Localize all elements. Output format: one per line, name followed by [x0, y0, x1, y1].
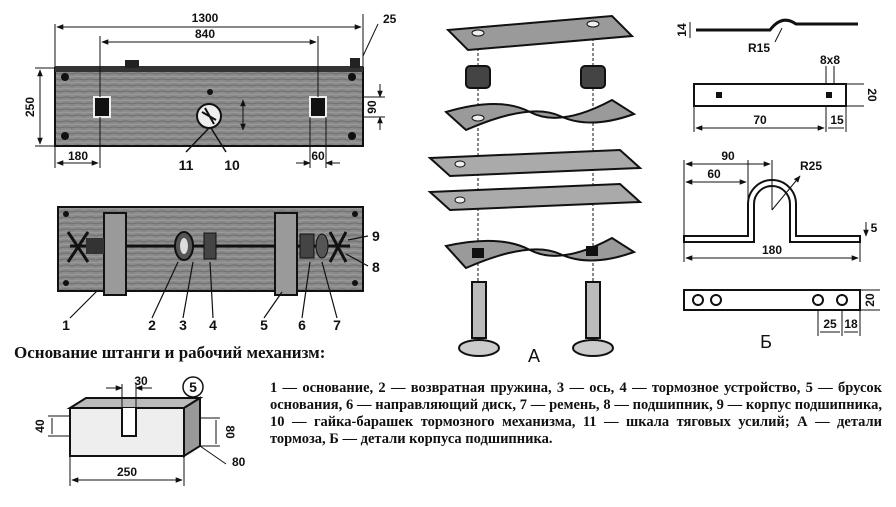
mech-label-8: 8	[372, 259, 380, 275]
dim-180: 180	[68, 149, 88, 163]
block-dim-80-b: 80	[232, 455, 246, 469]
block-part-number: 5	[189, 379, 197, 395]
block-drawing: 30 5 40 80 80 250	[33, 374, 246, 486]
dim-8x8: 8x8	[820, 53, 840, 67]
mech-label-1: 1	[62, 317, 70, 333]
dim-60-b: 60	[707, 167, 721, 181]
mechanism-drawing: 1 2 3 4 5 6 7 9 8	[57, 206, 380, 333]
label-10: 10	[224, 157, 240, 173]
dim-250: 250	[23, 97, 37, 117]
mech-label-5: 5	[260, 317, 268, 333]
brake-parts-label: А	[528, 346, 540, 366]
label-11: 11	[179, 157, 194, 173]
dim-r25: R25	[800, 159, 822, 173]
dim-25-b: 25	[823, 317, 837, 331]
mech-label-4: 4	[209, 317, 217, 333]
mech-label-2: 2	[148, 317, 156, 333]
dim-5: 5	[871, 221, 878, 235]
block-dim-80-a: 80	[223, 425, 237, 439]
figure-caption: Основание штанги и рабочий механизм:	[14, 343, 326, 362]
block-dim-30: 30	[134, 374, 148, 388]
dim-70: 70	[753, 113, 767, 127]
block-dim-250: 250	[117, 465, 137, 479]
dim-r15: R15	[748, 41, 770, 55]
block-dim-40: 40	[33, 419, 47, 433]
dim-180-b: 180	[762, 243, 782, 257]
mech-label-9: 9	[372, 228, 380, 244]
bearing-parts-label: Б	[760, 332, 772, 352]
dim-1300: 1300	[192, 11, 219, 25]
brake-parts-drawing: А	[427, 14, 643, 366]
dim-20-b: 20	[863, 293, 877, 307]
dim-60: 60	[311, 149, 325, 163]
dim-90: 90	[365, 100, 379, 114]
mech-label-3: 3	[179, 317, 187, 333]
dim-18: 18	[844, 317, 858, 331]
mech-label-6: 6	[298, 317, 306, 333]
dim-90-b: 90	[721, 149, 735, 163]
base-plate-drawing: 1300 840 25 250 90 180 60 11 10	[23, 11, 397, 173]
mech-label-7: 7	[333, 317, 341, 333]
dim-20-a: 20	[865, 88, 879, 102]
dim-14: 14	[675, 23, 689, 37]
bearing-parts-drawing: 14 R15 70 15 8x8 20 90 60 R25 5 180	[675, 18, 880, 352]
dim-840: 840	[195, 27, 215, 41]
dim-25: 25	[383, 12, 397, 26]
dim-15: 15	[830, 113, 844, 127]
figure-legend: 1 — основание, 2 — возвратная пружина, 3…	[270, 380, 882, 447]
